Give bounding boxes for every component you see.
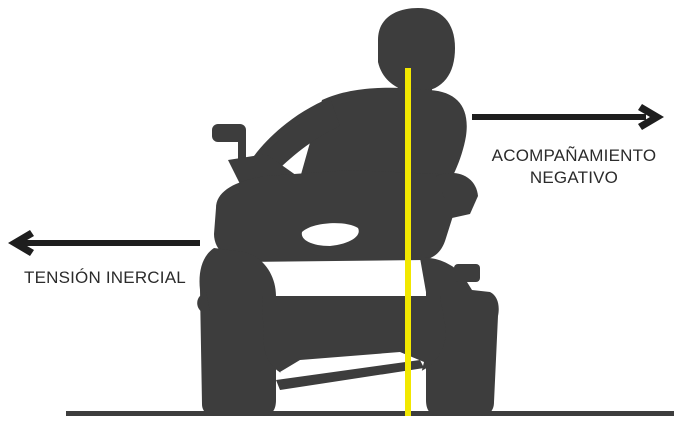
- vertical-axis-line: [405, 68, 411, 416]
- inertial-tension-label: TENSIÓN INERCIAL: [24, 268, 186, 288]
- negative-lean-label-line2: NEGATIVO: [474, 167, 674, 189]
- negative-lean-label: ACOMPAÑAMIENTO NEGATIVO: [474, 145, 674, 189]
- arrow-right-icon: [472, 104, 664, 130]
- negative-lean-label-line1: ACOMPAÑAMIENTO: [474, 145, 674, 167]
- arrow-left-icon: [8, 230, 200, 256]
- atv-rider-silhouette: [197, 8, 499, 416]
- ground-line: [66, 411, 674, 416]
